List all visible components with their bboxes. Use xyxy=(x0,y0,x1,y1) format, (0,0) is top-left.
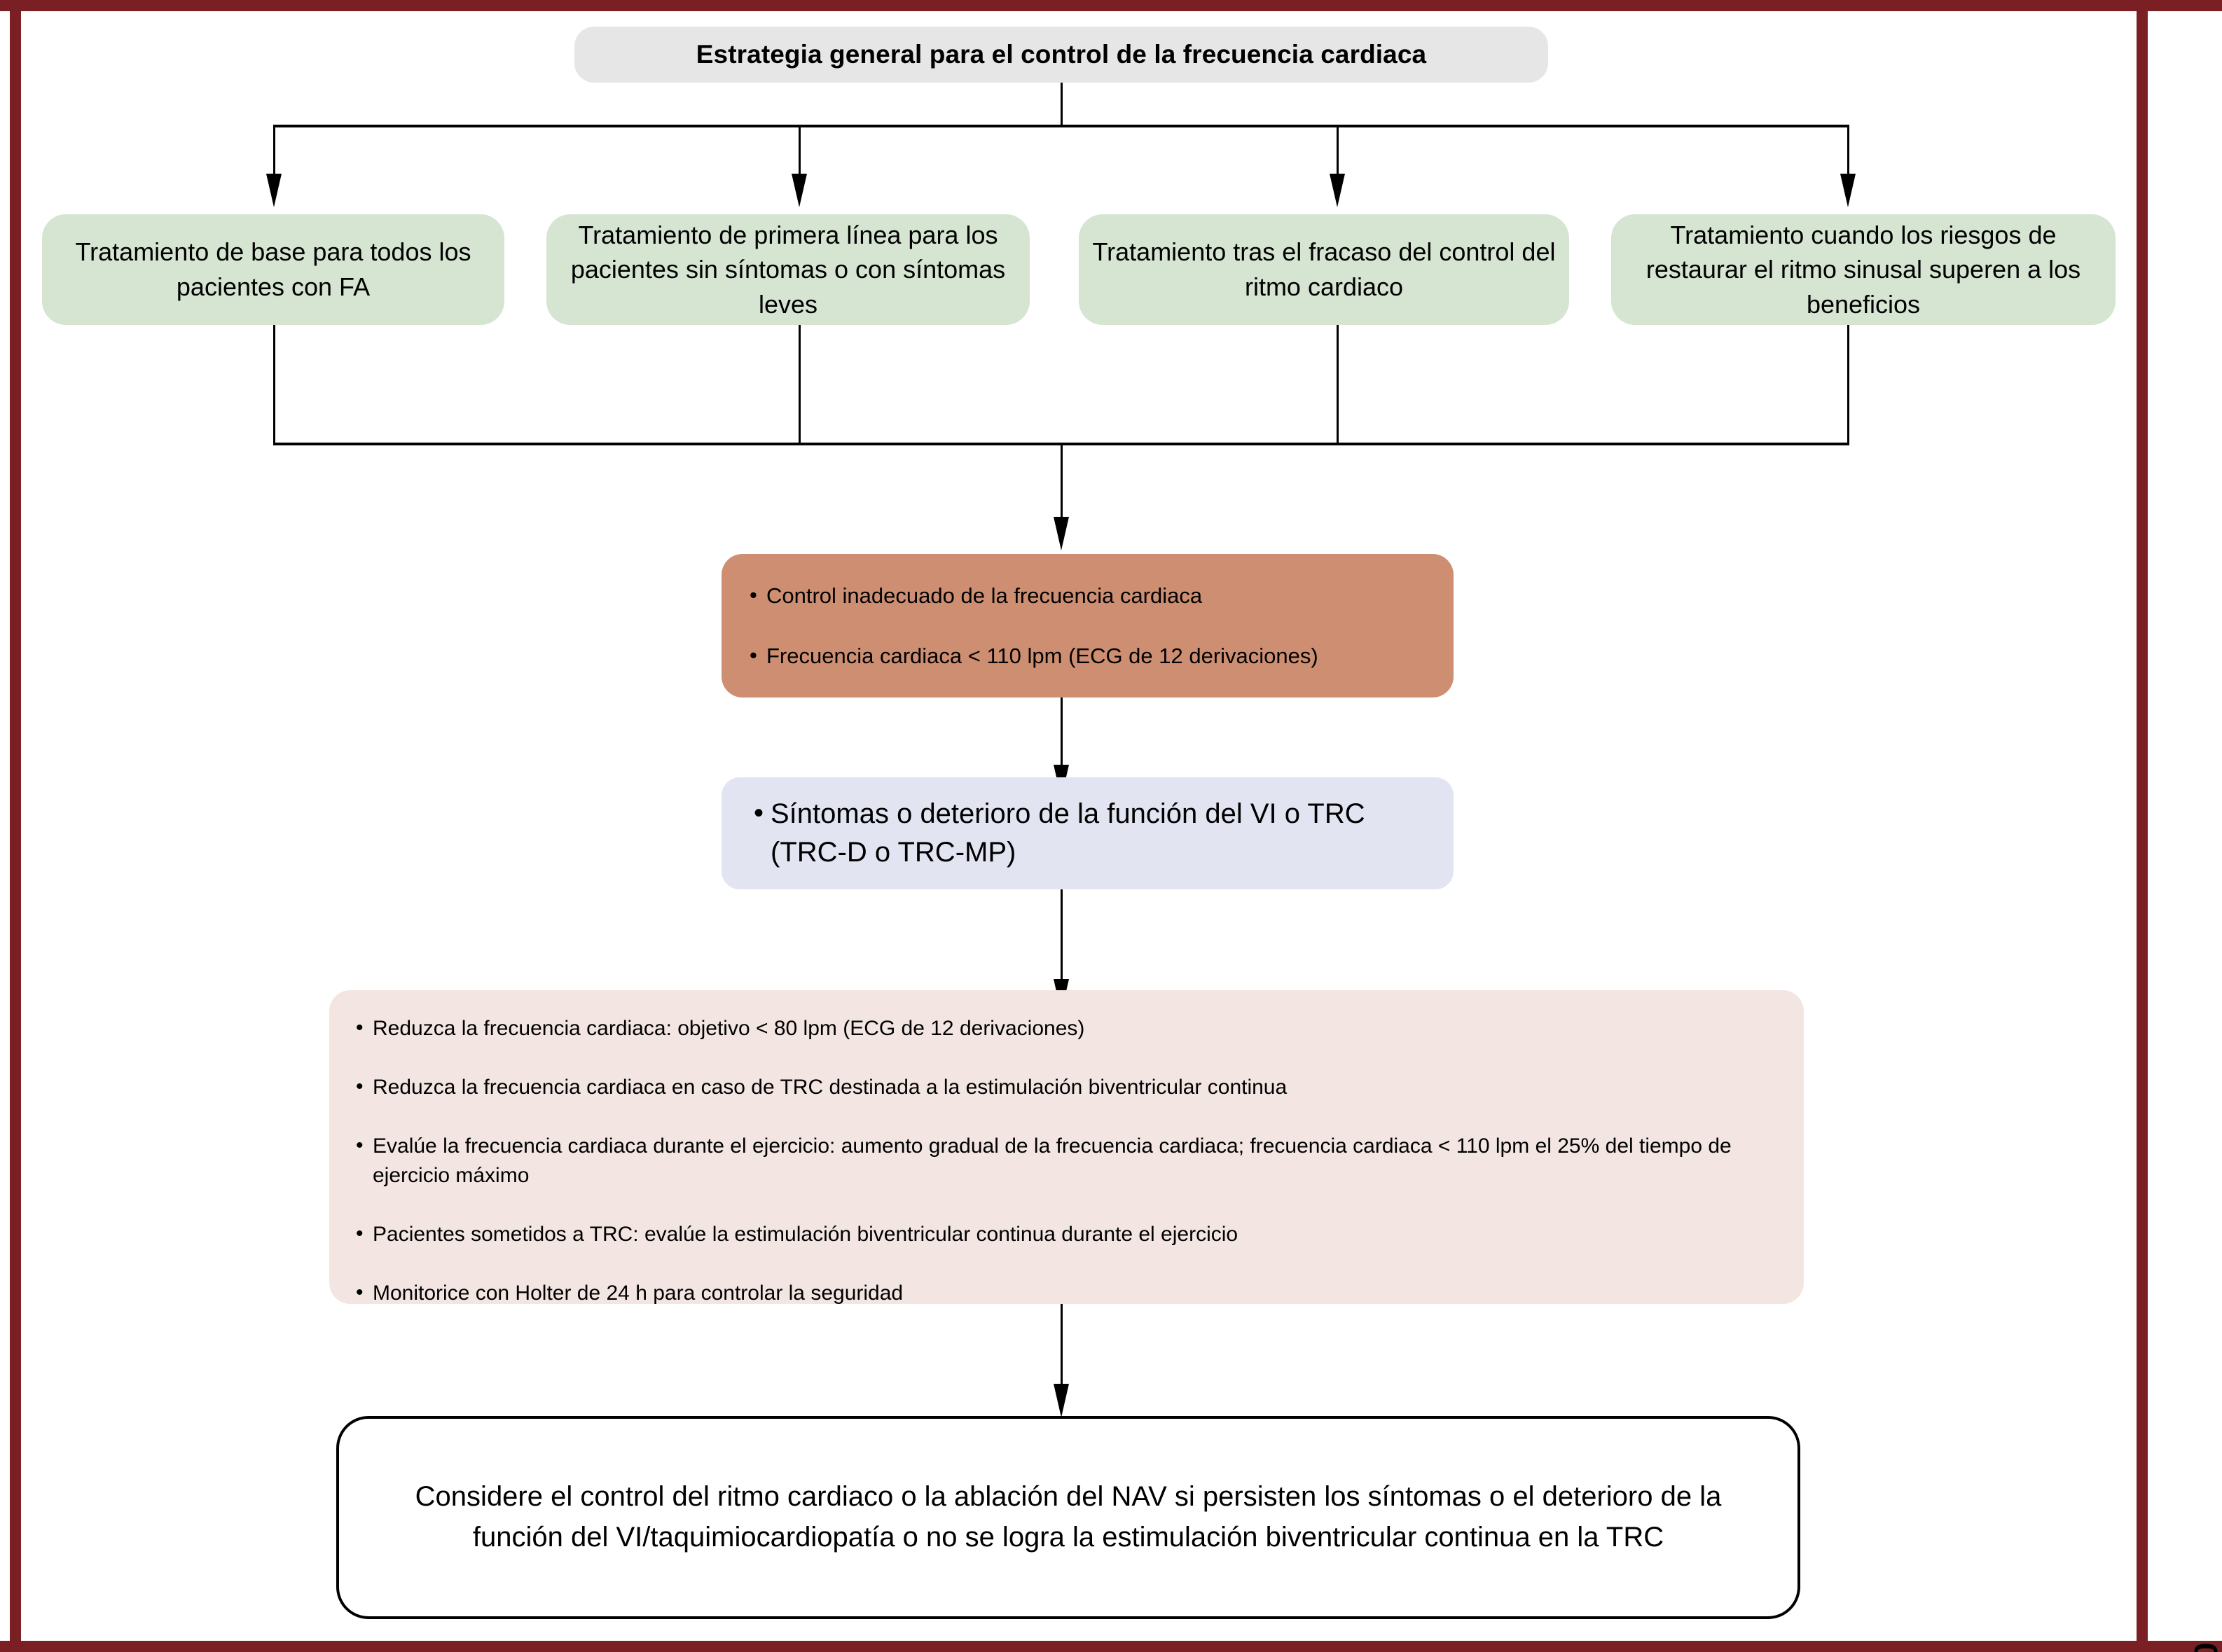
arrowhead-conclusion-icon xyxy=(1054,1384,1069,1417)
arrowhead-branch-4-icon xyxy=(1840,174,1856,207)
connector-title-stem xyxy=(1061,83,1063,126)
branch-box-4-label: Tratamiento cuando los riesgos de restau… xyxy=(1645,220,2081,319)
connector-leg-4 xyxy=(1847,125,1849,182)
actions-list: Reduzca la frecuencia cardiaca: objetivo… xyxy=(354,1013,1779,1308)
connector-leg-2 xyxy=(799,125,801,182)
title-box: Estrategia general para el control de la… xyxy=(574,27,1548,83)
branch-box-2-label: Tratamiento de primera línea para los pa… xyxy=(570,220,1006,319)
branch-box-3-label: Tratamiento tras el fracaso del control … xyxy=(1092,237,1556,301)
symptoms-item: Síntomas o deterioro de la función del V… xyxy=(752,794,1423,872)
branch-box-3: Tratamiento tras el fracaso del control … xyxy=(1079,214,1569,325)
criteria-list: Control inadecuado de la frecuencia card… xyxy=(748,581,1427,671)
arrowhead-branch-3-icon xyxy=(1330,174,1345,207)
actions-item: Evalúe la frecuencia cardiaca durante el… xyxy=(354,1131,1779,1191)
branch-box-1-label: Tratamiento de base para todos los pacie… xyxy=(75,237,471,301)
actions-box: Reduzca la frecuencia cardiaca: objetivo… xyxy=(329,990,1804,1307)
conclusion-box: Considere el control del ritmo cardiaco … xyxy=(336,1416,1800,1619)
criteria-item: Control inadecuado de la frecuencia card… xyxy=(748,581,1427,611)
connector-to-criteria xyxy=(1061,443,1063,525)
branch-box-4: Tratamiento cuando los riesgos de restau… xyxy=(1611,214,2116,325)
connector-merge-leg-1 xyxy=(273,325,275,445)
connector-leg-3 xyxy=(1337,125,1339,182)
title-box-label: Estrategia general para el control de la… xyxy=(696,40,1427,69)
actions-item: Reduzca la frecuencia cardiaca: objetivo… xyxy=(354,1013,1779,1043)
connector-leg-1 xyxy=(273,125,275,182)
copyright-notice: ©ESC 2020 xyxy=(2187,1642,2222,1652)
page-frame-bottom xyxy=(0,1641,2222,1652)
connector-to-symptoms xyxy=(1061,697,1063,776)
flowchart-canvas: Estrategia general para el control de la… xyxy=(21,11,2137,1641)
arrowhead-branch-2-icon xyxy=(792,174,807,207)
criteria-item: Frecuencia cardiaca < 110 lpm (ECG de 12… xyxy=(748,641,1427,671)
page-frame-left xyxy=(10,0,21,1652)
symptoms-box: Síntomas o deterioro de la función del V… xyxy=(722,777,1454,889)
page-frame-right xyxy=(2137,0,2148,1652)
arrowhead-criteria-icon xyxy=(1054,517,1069,550)
branch-box-1: Tratamiento de base para todos los pacie… xyxy=(42,214,504,325)
arrowhead-branch-1-icon xyxy=(266,174,282,207)
actions-item: Pacientes sometidos a TRC: evalúe la est… xyxy=(354,1219,1779,1249)
connector-to-actions xyxy=(1061,889,1063,989)
criteria-box: Control inadecuado de la frecuencia card… xyxy=(722,554,1454,697)
actions-item: Reduzca la frecuencia cardiaca en caso d… xyxy=(354,1072,1779,1102)
actions-item: Monitorice con Holter de 24 h para contr… xyxy=(354,1278,1779,1308)
connector-merge-leg-3 xyxy=(1337,325,1339,445)
symptoms-list: Síntomas o deterioro de la función del V… xyxy=(752,794,1423,872)
connector-merge-leg-4 xyxy=(1847,325,1849,445)
conclusion-box-label: Considere el control del ritmo cardiaco … xyxy=(415,1481,1722,1553)
page-frame-top xyxy=(0,0,2222,11)
connector-to-conclusion xyxy=(1061,1304,1063,1396)
connector-merge-leg-2 xyxy=(799,325,801,445)
branch-box-2: Tratamiento de primera línea para los pa… xyxy=(546,214,1030,325)
connector-top-bus xyxy=(273,125,1849,127)
